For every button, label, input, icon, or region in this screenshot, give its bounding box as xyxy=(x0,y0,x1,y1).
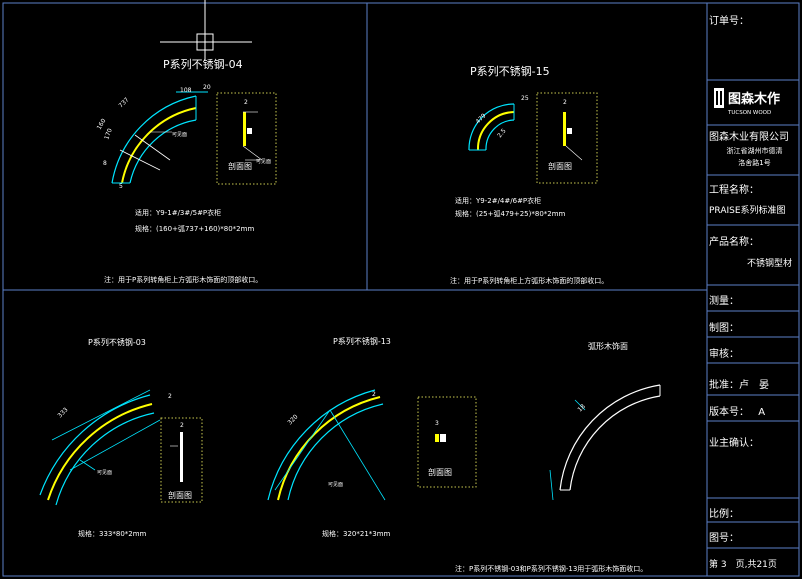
dim-p04-2: 737 xyxy=(117,96,130,109)
spec-p13: 规格：320*21*3mm xyxy=(322,529,391,538)
drawing-arc-panel: 弧形木饰面 18 xyxy=(549,341,661,501)
visible-face-p13: 可见面 xyxy=(328,482,343,488)
drawing-p04: P系列不锈钢-04 108 20 737 160 170 8 5 可见面 可见面… xyxy=(96,57,277,284)
title-p03: P系列不锈钢-03 xyxy=(88,337,146,347)
measure-label: 测量： xyxy=(709,296,739,307)
dim-p04-4: 170 xyxy=(103,127,114,140)
product-value: 不锈钢型材 xyxy=(746,259,792,269)
drawing-no-label: 图号： xyxy=(709,533,739,544)
applicable-p04: 适用：Y9-1#/3#/5#P衣柜 xyxy=(135,208,221,217)
draw-label: 制图： xyxy=(709,323,739,334)
review-label: 审核： xyxy=(709,349,739,360)
dim-arc-0: 18 xyxy=(576,403,586,413)
visible-face-p04b: 可见面 xyxy=(256,159,271,165)
section-label-p03: 剖面图 xyxy=(168,490,192,500)
dim-p15-0: 25 xyxy=(521,95,529,102)
dim-p04-5: 8 xyxy=(103,160,107,167)
dim-p03-1: 2 xyxy=(168,393,172,400)
section-dim-p04: 2 xyxy=(244,99,248,106)
company-name: 图森木业有限公司 xyxy=(709,132,789,143)
drawing-p03: P系列不锈钢-03 333 2 可见面 2 剖面图 规格：333*80*2mm xyxy=(39,337,203,538)
visible-face-p04: 可见面 xyxy=(172,132,187,138)
dim-p03-0: 333 xyxy=(56,406,69,419)
version-label: 版本号： A xyxy=(709,407,766,418)
order-no: 订单号： xyxy=(709,16,749,27)
section-dim-p15: 2 xyxy=(563,99,567,106)
applicable-p15: 适用：Y9-2#/4#/6#P衣柜 xyxy=(455,196,541,205)
project-label: 工程名称： xyxy=(709,185,759,196)
spec-p04: 规格：(160+弧737+160)*80*2mm xyxy=(135,224,254,233)
note-p15: 注：用于P系列转角柜上方弧形木饰面的顶部收口。 xyxy=(450,276,608,285)
drawing-p13: P系列不锈钢-13 320 2 可见面 3 剖面图 规格：320*21*3mm xyxy=(267,336,477,538)
address-line-1: 浙江省湖州市德清 xyxy=(726,147,783,155)
version-value: A xyxy=(758,407,766,418)
title-arc: 弧形木饰面 xyxy=(588,341,628,351)
page-indicator: 第 3 页,共21页 xyxy=(709,560,777,570)
section-dim-p03: 2 xyxy=(180,422,184,429)
title-p13: P系列不锈钢-13 xyxy=(333,336,391,346)
section-label-p13: 剖面图 xyxy=(428,467,452,477)
bottom-note: 注：P系列不锈钢-03和P系列不锈钢-13用于弧形木饰面收口。 xyxy=(455,564,647,573)
logo-cn: 图森木作 xyxy=(728,91,780,107)
spec-p03: 规格：333*80*2mm xyxy=(78,529,147,538)
title-p15: P系列不锈钢-15 xyxy=(470,64,550,78)
product-label: 产品名称： xyxy=(709,237,759,248)
dim-p13-1: 2 xyxy=(372,391,376,398)
dim-p04-3: 160 xyxy=(96,117,108,131)
section-dim-p13: 3 xyxy=(435,420,439,427)
drawing-p15: P系列不锈钢-15 25 479 2.5 2 剖面图 适用：Y9-2#/4#/6… xyxy=(450,64,608,285)
visible-face-p03: 可见面 xyxy=(97,470,112,476)
spec-p15: 规格：(25+弧479+25)*80*2mm xyxy=(455,209,566,218)
note-p04: 注：用于P系列转角柜上方弧形木饰面的顶部收口。 xyxy=(104,275,262,284)
dim-p04-1: 20 xyxy=(203,84,211,91)
title-p04: P系列不锈钢-04 xyxy=(163,57,243,71)
logo-en: TUCSON WOOD xyxy=(727,110,771,116)
dim-p04-6: 5 xyxy=(119,183,123,190)
address-line-2: 洛舍路1号 xyxy=(738,159,771,167)
scale-label: 比例： xyxy=(709,509,739,520)
section-label-p04: 剖面图 xyxy=(228,161,252,171)
dim-p15-2: 2.5 xyxy=(496,127,508,139)
approve-label: 批准：卢 晏 xyxy=(709,380,769,391)
section-label-p15: 剖面图 xyxy=(548,161,572,171)
owner-confirm-label: 业主确认： xyxy=(709,438,759,449)
dim-p04-0: 108 xyxy=(180,87,192,94)
company-logo: 图森木作 TUCSON WOOD xyxy=(714,88,780,116)
dim-p13-0: 320 xyxy=(286,413,299,426)
project-value: PRAISE系列标准图 xyxy=(709,206,786,216)
crosshair-cursor xyxy=(160,0,252,60)
